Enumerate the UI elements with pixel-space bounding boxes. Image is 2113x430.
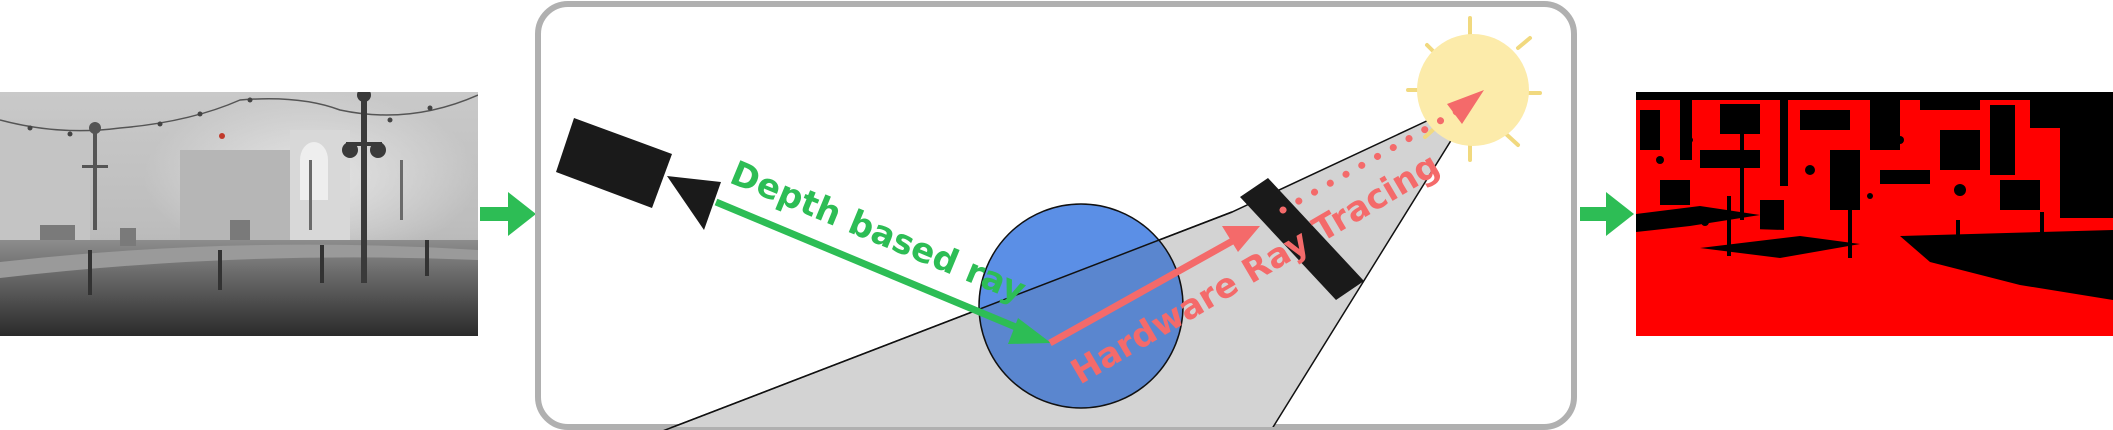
flow-arrow-in: [480, 192, 536, 236]
hardware-ray-end-arrowhead: [1447, 90, 1484, 124]
camera-icon: [556, 118, 721, 230]
occluded-sphere: [663, 203, 1233, 430]
hardware-ray-arrow: [1048, 226, 1260, 347]
depth-ray-arrow: [714, 198, 1051, 344]
depth-buffer-image: [0, 92, 478, 336]
sun-light-icon: [1406, 16, 1542, 162]
shadow-cone: [659, 95, 1480, 427]
hardware-ray-dotted-segment: [1279, 100, 1474, 214]
flow-arrow-out: [1580, 192, 1634, 236]
shadow-mask-image: [1636, 92, 2113, 336]
